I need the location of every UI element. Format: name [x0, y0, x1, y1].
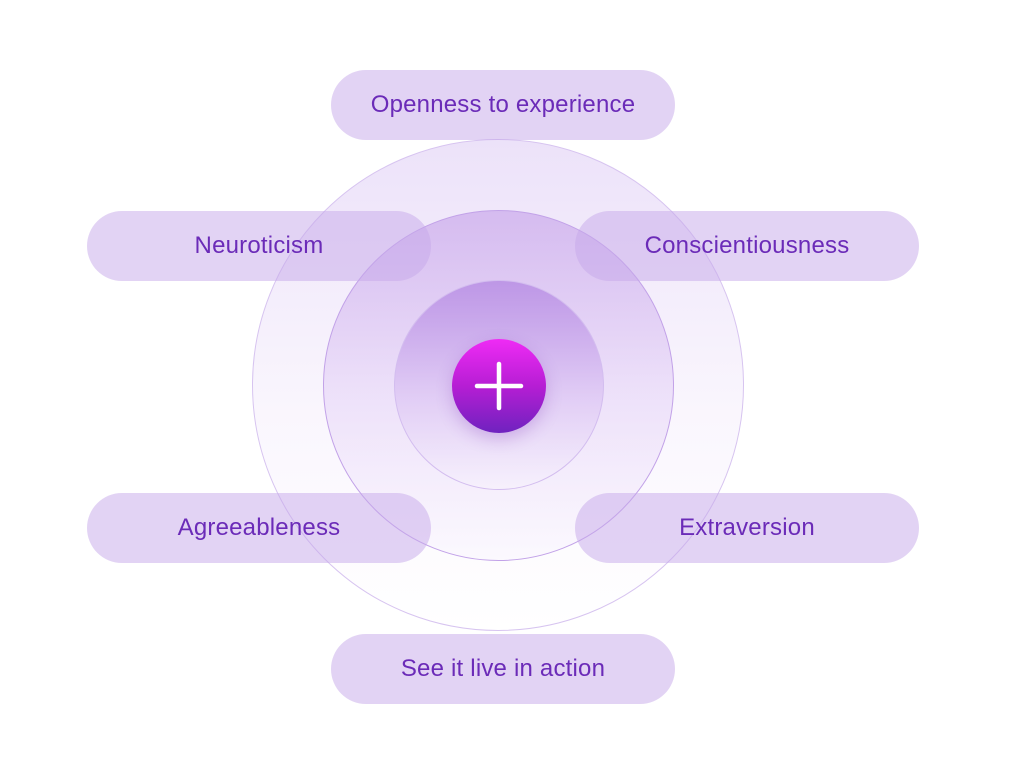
- plus-icon: [472, 359, 526, 413]
- trait-pill-extraversion[interactable]: Extraversion: [575, 493, 919, 563]
- trait-pill-conscientiousness[interactable]: Conscientiousness: [575, 211, 919, 281]
- trait-pill-agreeableness[interactable]: Agreeableness: [87, 493, 431, 563]
- center-plus-button[interactable]: [452, 339, 546, 433]
- trait-pill-neuroticism[interactable]: Neuroticism: [87, 211, 431, 281]
- trait-pill-openness[interactable]: Openness to experience: [331, 70, 675, 140]
- see-it-live-button[interactable]: See it live in action: [331, 634, 675, 704]
